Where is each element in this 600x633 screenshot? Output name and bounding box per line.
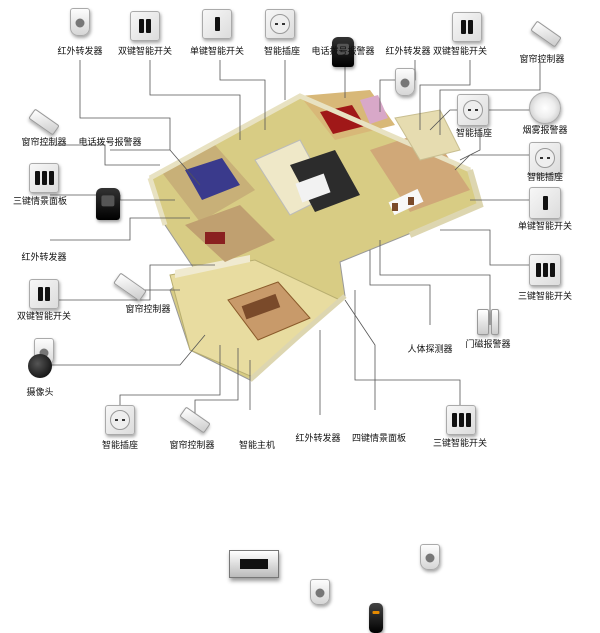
label-curtain-top-right: 窗帘控制器 xyxy=(519,55,565,65)
door-alarm-icon xyxy=(477,309,499,335)
smart-home-diagram: 红外转发器 双键智能开关 单键智能开关 智能插座 电话拨号报警器 红外转发器 双… xyxy=(12,8,573,633)
ir-transmitter-icon xyxy=(310,579,330,605)
label-socket-right-2: 智能插座 xyxy=(455,129,493,139)
label-curtain-bottom: 窗帘控制器 xyxy=(169,441,215,451)
label-curtain-left: 窗帘控制器 xyxy=(21,138,67,148)
label-triple-bottom: 三键智能开关 xyxy=(432,439,488,449)
camera-icon xyxy=(28,354,52,378)
label-host: 智能主机 xyxy=(238,441,276,451)
label-triple-right: 三键智能开关 xyxy=(517,292,573,302)
smart-socket-icon xyxy=(457,94,489,126)
single-switch-icon xyxy=(529,187,561,219)
dual-switch-icon xyxy=(452,12,482,42)
three-key-scene-panel-icon xyxy=(29,163,59,193)
label-socket-top: 智能插座 xyxy=(263,47,301,57)
dual-switch-icon xyxy=(29,279,59,309)
label-remote: 四键情景面板 xyxy=(351,434,407,444)
label-camera: 摄像头 xyxy=(26,388,54,398)
label-ir-left: 红外转发器 xyxy=(21,253,67,263)
phone-alarm-icon xyxy=(332,37,354,67)
dual-switch-icon xyxy=(130,11,160,41)
phone-alarm-icon xyxy=(96,188,120,220)
ir-transmitter-icon xyxy=(395,68,415,96)
single-switch-icon xyxy=(202,9,232,39)
smoke-alarm-icon xyxy=(529,92,561,124)
label-dual-top-2: 双键智能开关 xyxy=(432,47,488,57)
smart-socket-icon xyxy=(529,142,561,174)
label-smoke: 烟雾报警器 xyxy=(522,126,568,136)
label-single-top: 单键智能开关 xyxy=(189,47,245,57)
smart-host-icon xyxy=(229,550,279,578)
label-curtain-mid: 窗帘控制器 xyxy=(125,305,171,315)
human-sensor-icon xyxy=(420,544,440,570)
label-dual-left: 双键智能开关 xyxy=(16,312,72,322)
label-scene-left: 三键情景面板 xyxy=(12,197,68,207)
triple-switch-icon xyxy=(446,405,476,435)
floor-plan xyxy=(147,90,484,382)
label-phone-left: 电话拨号报警器 xyxy=(78,138,142,148)
smart-socket-icon xyxy=(265,9,295,39)
ir-transmitter-icon xyxy=(70,8,90,36)
label-ir-top: 红外转发器 xyxy=(57,47,103,57)
connector-lines xyxy=(40,60,545,415)
label-socket-right: 智能插座 xyxy=(526,173,564,183)
label-ir-bottom: 红外转发器 xyxy=(295,434,341,444)
label-human-sensor: 人体探测器 xyxy=(407,345,453,355)
four-key-scene-panel-icon xyxy=(369,603,383,633)
smart-socket-icon xyxy=(105,405,135,435)
label-single-right: 单键智能开关 xyxy=(517,222,573,232)
label-phone-top: 电话拨号报警器 xyxy=(311,47,375,57)
label-socket-bottom: 智能插座 xyxy=(101,441,139,451)
label-dual-top: 双键智能开关 xyxy=(117,47,173,57)
floorplan-and-lines xyxy=(40,60,545,415)
label-ir-top-2: 红外转发器 xyxy=(385,47,431,57)
triple-switch-icon xyxy=(529,254,561,286)
label-door-alarm: 门磁报警器 xyxy=(465,340,511,350)
